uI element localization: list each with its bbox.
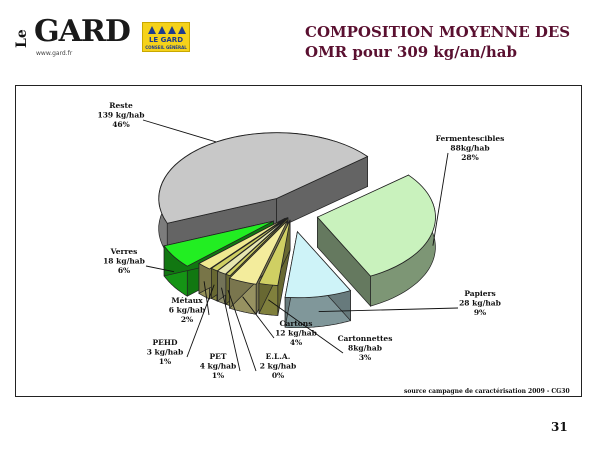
- pie-slice-reste: [158, 132, 369, 255]
- pie-top-fermentescibles: [316, 174, 436, 277]
- title-line-1: COMPOSITION MOYENNE DES: [305, 23, 571, 41]
- page-title: COMPOSITION MOYENNE DES OMR pour 309 kg/…: [305, 22, 595, 62]
- pie-leader-lines: [142, 119, 459, 372]
- source-note: source campagne de caractérisation 2009 …: [404, 388, 570, 395]
- leader-line-papiers: [318, 307, 459, 313]
- pie-slice-cartonnettes: [258, 219, 291, 316]
- pie-top-metaux: [198, 218, 286, 270]
- logo-gard-text: GARD: [34, 14, 131, 49]
- pie-top-cartons: [228, 220, 288, 285]
- leader-line-verres: [145, 265, 175, 273]
- leader-line-pehd: [186, 284, 215, 358]
- title-line-2: OMR pour 309 kg/an/hab: [305, 43, 517, 61]
- leader-line-cartonnettes: [268, 299, 344, 354]
- pie-top-papiers: [284, 230, 352, 299]
- pie-top-verres: [163, 220, 274, 267]
- conseil-general-badge: LE GARD CONSEIL GÉNÉRAL: [142, 22, 190, 52]
- page-number: 31: [551, 420, 568, 434]
- pie-slice-papiers: [284, 230, 352, 329]
- logo-url: www.gard.fr: [36, 50, 73, 57]
- leader-line-reste: [142, 119, 217, 143]
- gard-logo: Le GARD www.gard.fr LE GARD CONSEIL GÉNÉ…: [14, 14, 194, 64]
- pie-top-pet: [216, 217, 288, 275]
- badge-line-1: LE GARD: [148, 36, 184, 44]
- chart-frame: [15, 85, 582, 397]
- leader-line-pet: [221, 287, 241, 372]
- pie-top-reste: [158, 132, 369, 224]
- pie-top-pehd: [210, 217, 288, 272]
- leader-line-cartons: [242, 296, 275, 339]
- pie-slice-fermentescibles: [316, 174, 436, 308]
- pie-top-e-l-a: [225, 217, 289, 277]
- pie-top-cartonnettes: [258, 219, 291, 286]
- badge-line-2: CONSEIL GÉNÉRAL: [145, 45, 187, 50]
- leader-line-e-l-a: [227, 289, 257, 372]
- leader-line-fermentescibles: [432, 152, 449, 246]
- badge-triangles-icon: [148, 26, 186, 36]
- leader-line-metaux: [203, 281, 210, 316]
